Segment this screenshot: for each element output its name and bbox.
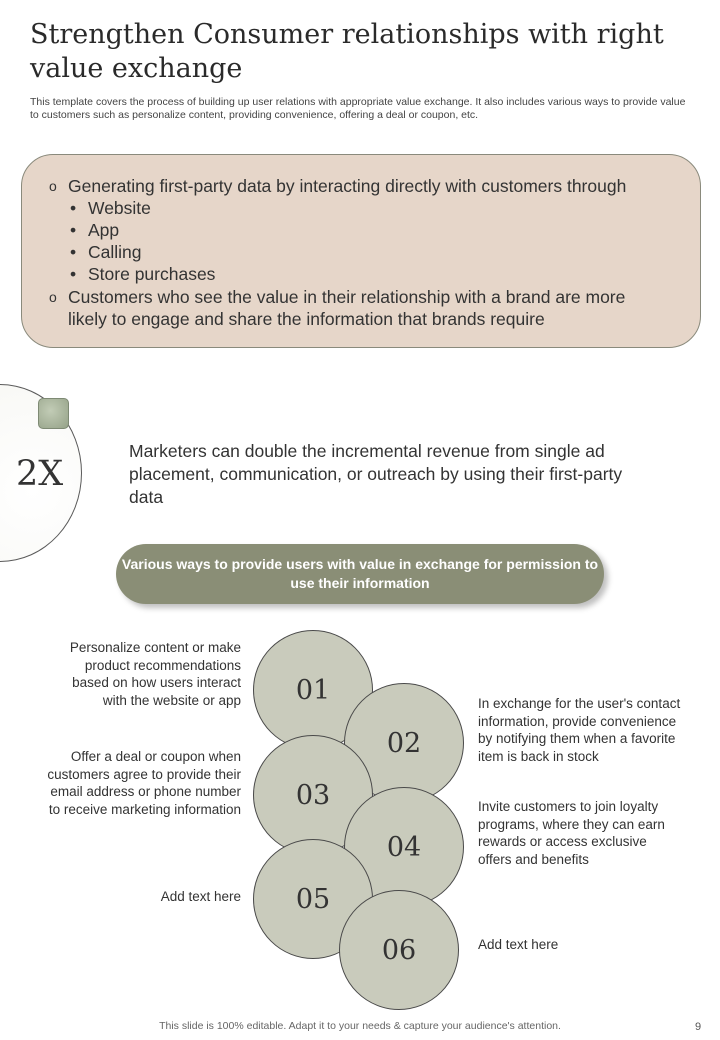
bullet-text: Customers who see the value in their rel… (68, 287, 626, 329)
page-number: 9 (695, 1021, 702, 1033)
dot-bullet-icon: • (70, 220, 77, 240)
hollow-bullet-icon: o (49, 289, 57, 305)
stat-description: Marketers can double the incremental rev… (129, 441, 623, 507)
dot-bullet-icon: • (70, 198, 77, 218)
sub-bullet-text: Website (88, 198, 151, 218)
bullet-text: Generating first-party data by interacti… (68, 176, 627, 196)
sub-bullet-text: Calling (88, 242, 142, 262)
way-text-01: Personalize content or make product reco… (69, 640, 241, 708)
dot-bullet-icon: • (70, 242, 77, 262)
page-title: Strengthen Consumer relationships with r… (30, 19, 664, 84)
way-circle-03: 03 (253, 735, 373, 855)
decorative-square-icon (38, 398, 69, 429)
sub-bullet-text: App (88, 220, 120, 240)
sub-bullet-text: Store purchases (88, 264, 216, 284)
stat-value: 2X (16, 454, 64, 494)
way-circle-06: 06 (339, 890, 459, 1010)
first-party-data-box: o Generating first-party data by interac… (21, 154, 701, 348)
page-subtitle: This template covers the process of buil… (30, 96, 686, 121)
dot-bullet-icon: • (70, 264, 77, 284)
way-text-03: Offer a deal or coupon when customers ag… (47, 749, 241, 817)
footer-note: This slide is 100% editable. Adapt it to… (159, 1020, 561, 1032)
hollow-bullet-icon: o (49, 178, 57, 194)
way-text-02: In exchange for the user's contact infor… (478, 696, 681, 764)
way-text-06: Add text here (478, 937, 559, 952)
way-text-05: Add text here (160, 889, 241, 904)
ways-banner: Various ways to provide users with value… (116, 544, 604, 604)
way-text-04: Invite customers to join loyalty program… (478, 799, 665, 867)
